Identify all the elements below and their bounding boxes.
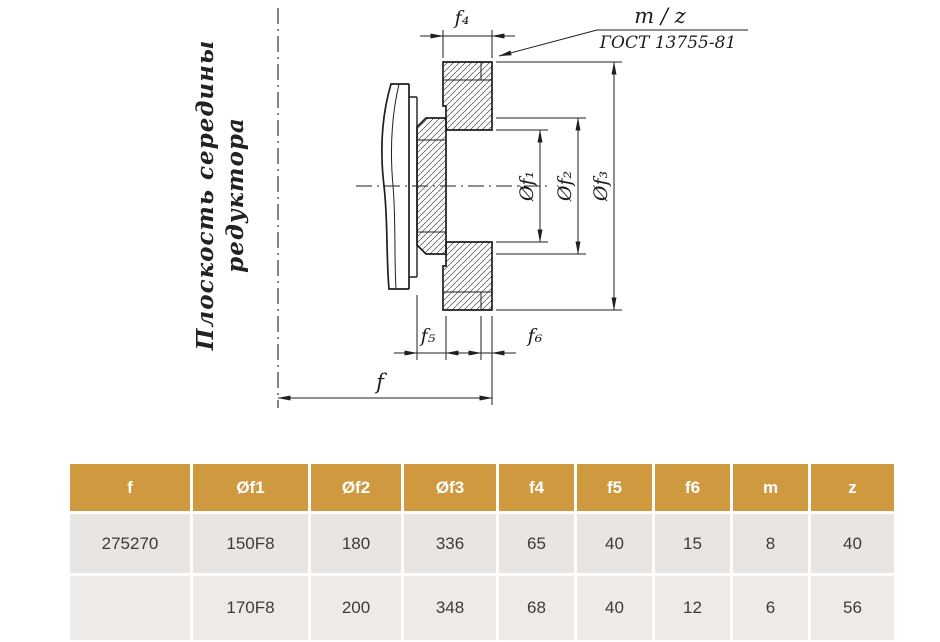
header-cell-f: f: [70, 464, 190, 511]
label-gost: ГОСТ 13755-81: [599, 33, 736, 53]
table-cell: 348: [404, 576, 496, 640]
parameter-table: f Øf1 Øf2 Øf3 f4 f5 f6 m z 275270 150F8 …: [70, 464, 894, 640]
table-cell: 40: [577, 576, 652, 640]
label-d3: Øf₃: [590, 171, 612, 202]
dimension-f5: [394, 295, 469, 360]
table-cell: 12: [655, 576, 730, 640]
header-cell-z: z: [811, 464, 894, 511]
plane-label-line2: редуктора: [222, 117, 249, 273]
gear-flange-section: [442, 61, 493, 311]
table-cell: 180: [311, 514, 401, 573]
label-f: f: [374, 370, 387, 394]
table-cell: 336: [404, 514, 496, 573]
label-f4: f₄: [453, 7, 470, 29]
label-f6: f₆: [526, 325, 543, 347]
header-cell-m: m: [733, 464, 808, 511]
table-cell: 40: [577, 514, 652, 573]
header-cell-f4: f4: [499, 464, 574, 511]
label-module: m / z: [634, 4, 686, 28]
table-cell: 65: [499, 514, 574, 573]
header-cell-d3: Øf3: [404, 464, 496, 511]
table-cell: 170F8: [193, 576, 308, 640]
header-cell-d2: Øf2: [311, 464, 401, 511]
label-d1: Øf₁: [516, 171, 538, 202]
table-cell: 56: [811, 576, 894, 640]
table-cell: 8: [733, 514, 808, 573]
table-cell: [70, 576, 190, 640]
table-cell: 6: [733, 576, 808, 640]
dimension-d3: [496, 61, 622, 311]
table-cell: 275270: [70, 514, 190, 573]
label-d2: Øf₂: [554, 171, 576, 202]
dimension-d2: [496, 117, 586, 255]
header-cell-d1: Øf1: [193, 464, 308, 511]
dimension-d1: [496, 129, 548, 243]
module-leader: [498, 29, 748, 57]
table-cell: 150F8: [193, 514, 308, 573]
dimension-f4: [420, 30, 515, 58]
header-cell-f6: f6: [655, 464, 730, 511]
dimension-f6: [458, 316, 516, 405]
hub-section: [416, 117, 447, 255]
table-cell: 15: [655, 514, 730, 573]
flange-drawing: Плоскость середины редуктора: [192, 4, 748, 408]
tooth-lines: [443, 62, 492, 310]
reducer-plane-label: Плоскость середины редуктора: [192, 40, 249, 352]
table-cell: 68: [499, 576, 574, 640]
centerlines: [277, 8, 552, 408]
header-cell-f5: f5: [577, 464, 652, 511]
plane-label-line1: Плоскость середины: [192, 40, 219, 352]
label-f5: f₅: [419, 325, 436, 347]
table-cell: 40: [811, 514, 894, 573]
table-cell: 200: [311, 576, 401, 640]
